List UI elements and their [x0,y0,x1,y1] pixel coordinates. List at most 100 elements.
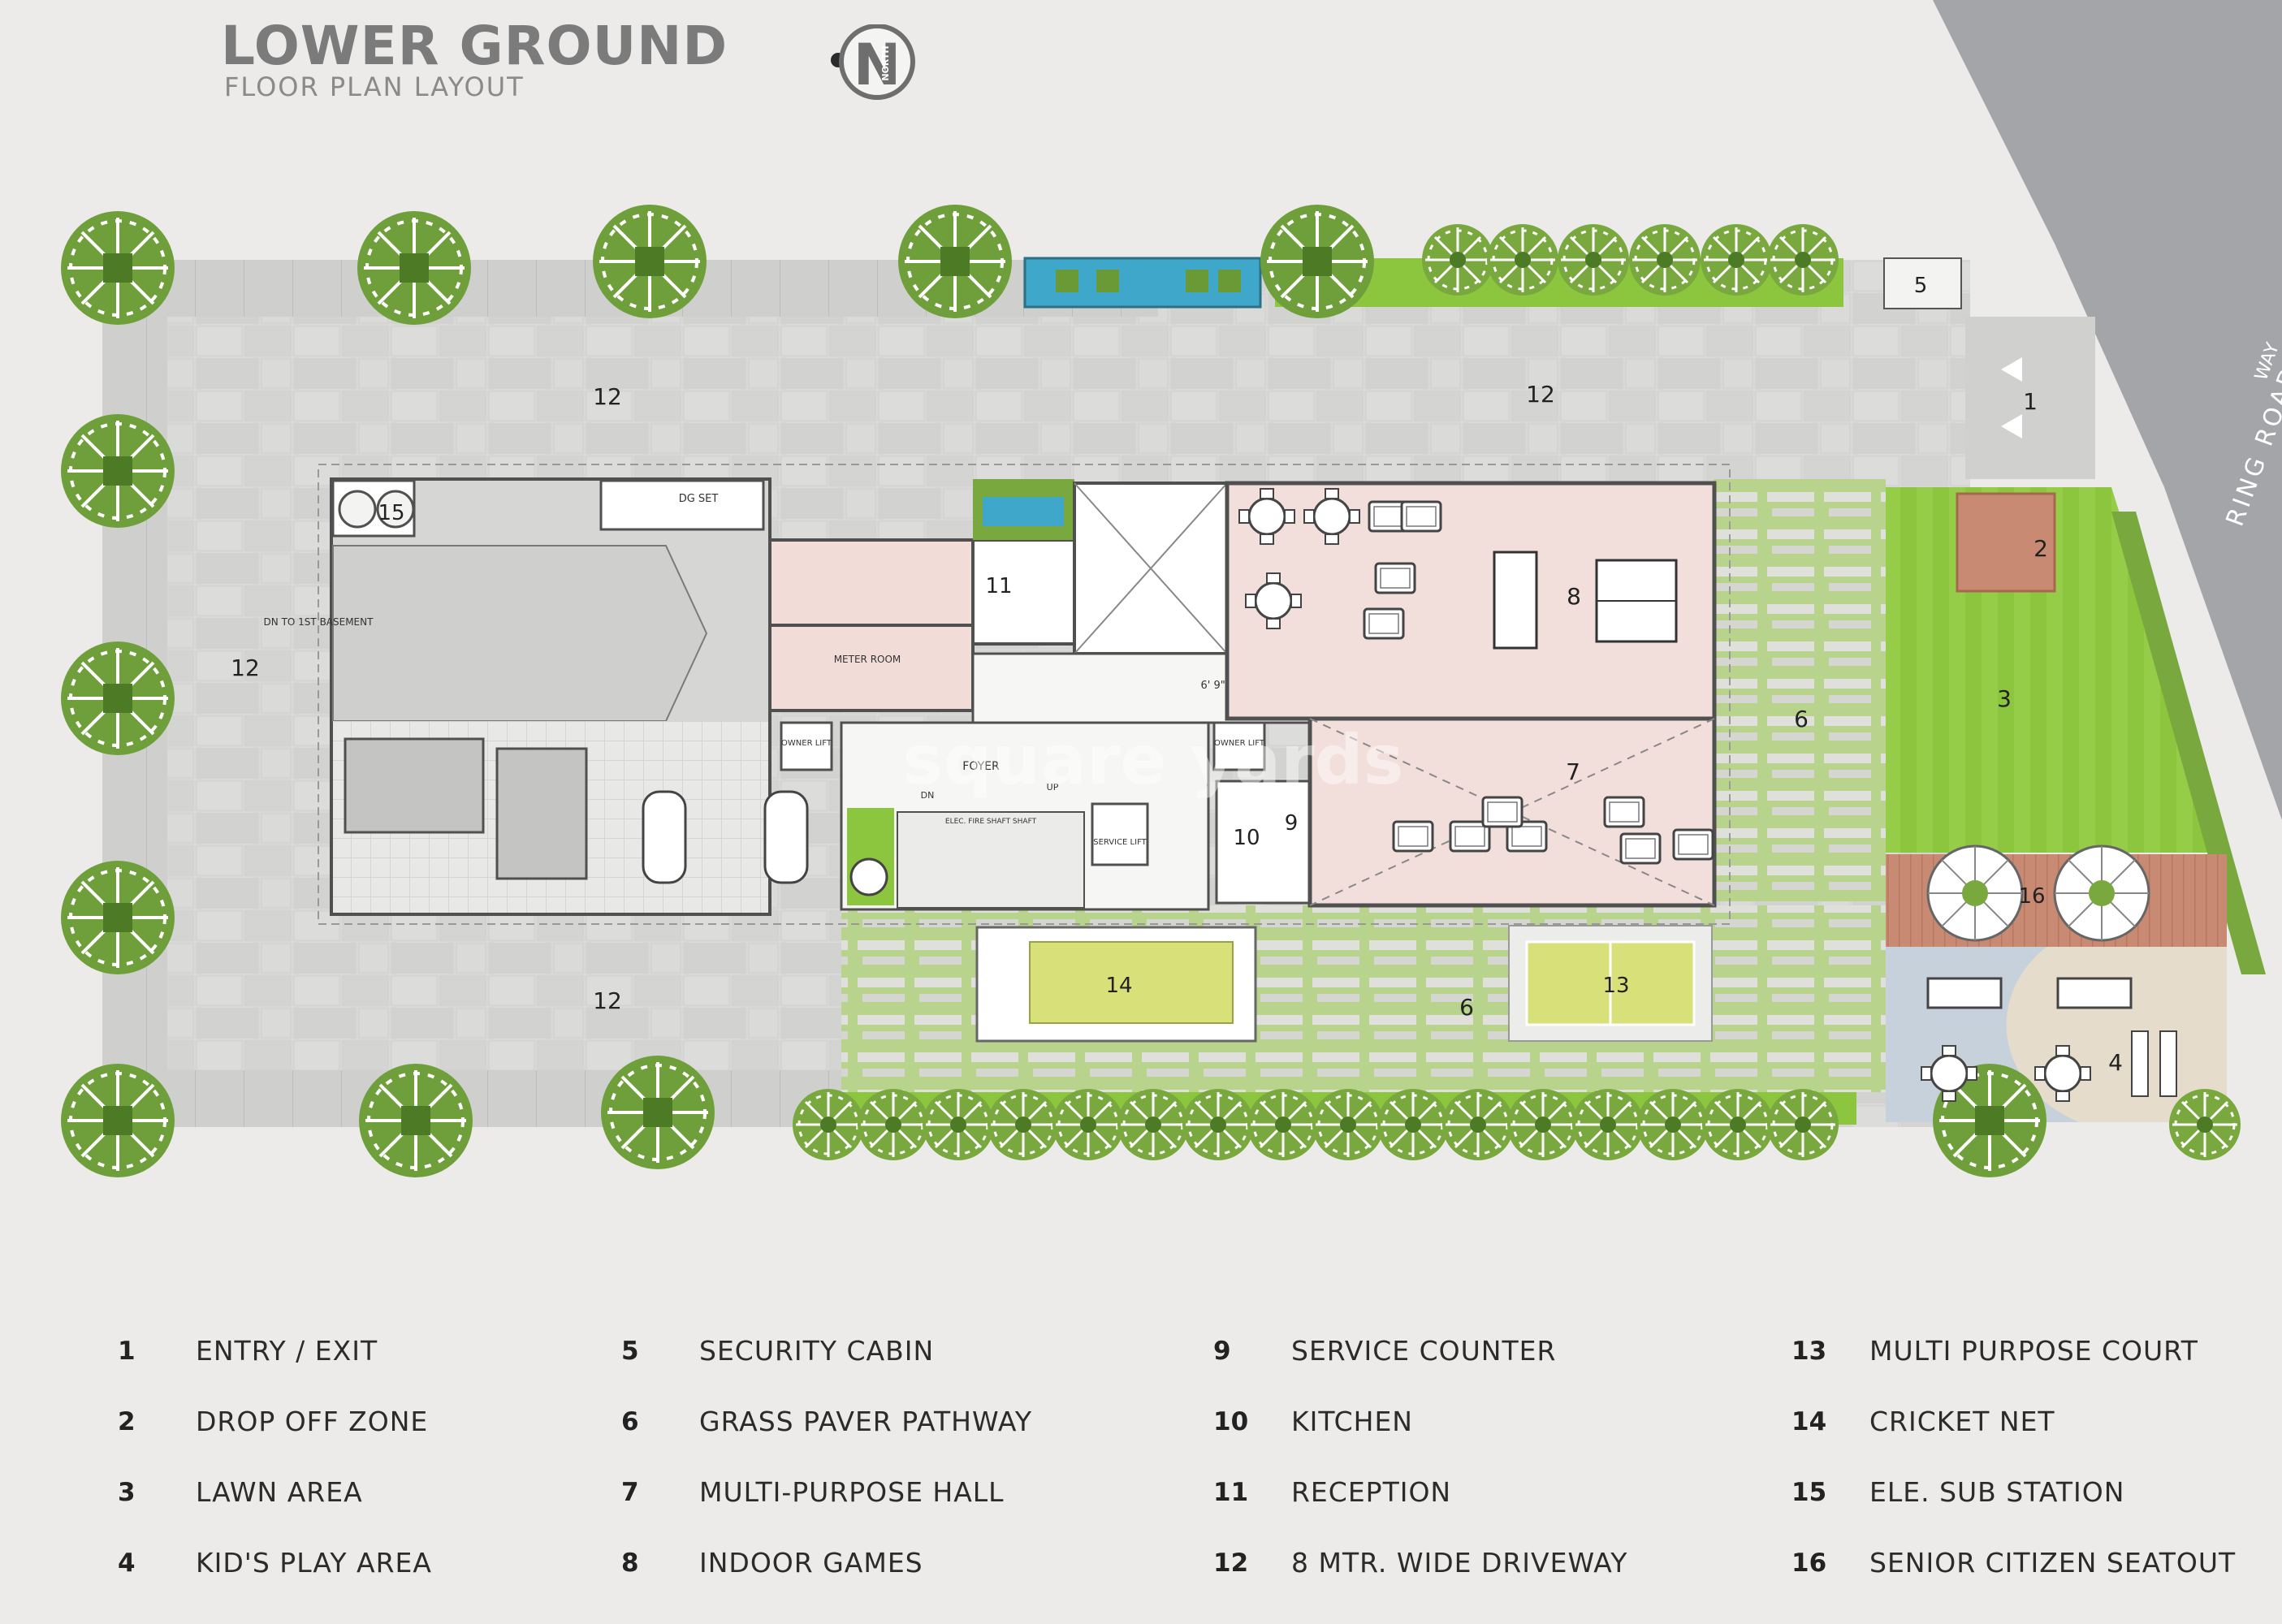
tree-icon [856,1087,931,1162]
tree-icon [599,1054,716,1171]
stair-up-label: UP [1047,782,1059,793]
hall-sofa-b [1392,820,1434,853]
pool-planter-a [1056,270,1078,292]
legend-label: MULTI-PURPOSE HALL [699,1476,1005,1508]
hall-sofa-e [1619,832,1662,865]
games-sofa-b [1400,500,1442,533]
tree-icon [1766,222,1840,297]
void-cross-b [1074,482,1228,654]
tree-icon [591,203,708,320]
legend-number: 12 [1213,1548,1249,1578]
snooker-table [1493,551,1538,650]
tree-icon [897,203,1014,320]
pool-planter-c [1186,270,1208,292]
legend-label: 8 MTR. WIDE DRIVEWAY [1291,1547,1628,1579]
tree-icon [1766,1087,1840,1162]
legend-item: 14 CRICKET NET [1791,1386,2282,1457]
tree-icon [791,1087,866,1162]
zone-marker-7: 7 [1566,758,1580,785]
zone-marker-13: 13 [1602,974,1629,998]
grass-paver-pathway-right [1714,479,1886,901]
legend-item: 1 ENTRY / EXIT [118,1315,686,1386]
legend-number: 13 [1791,1336,1827,1366]
play-equipment-a [1926,977,2003,1009]
zone-marker-3: 3 [1997,685,2012,712]
meter-room-label: METER ROOM [834,654,901,665]
machine-a [344,737,485,834]
legend-label: GRASS PAVER PATHWAY [699,1406,1032,1437]
parked-car-a [642,790,687,884]
legend-label: RECEPTION [1291,1476,1452,1508]
legend-number: 7 [621,1477,639,1507]
tree-icon [59,209,176,326]
ramp-label: DN TO 1ST BASEMENT [264,616,374,628]
legend-number: 1 [118,1336,136,1366]
hall-sofa-f [1672,828,1714,861]
tree-icon [357,1062,474,1179]
building-outline [318,464,1731,925]
legend-column-3: 9 SERVICE COUNTER 10 KITCHEN 11 RECEPTION 1… [1213,1315,1782,1598]
legend-number: 5 [621,1336,639,1366]
foyer-label: FOYER [962,760,1000,773]
legend-label: INDOOR GAMES [699,1547,923,1579]
reception-pool [983,497,1064,526]
zone-marker-2: 2 [2033,535,2048,562]
transformer-a-icon [338,490,377,529]
tree-icon [1376,1087,1450,1162]
tree-icon [1441,1087,1515,1162]
entry-ramp [1965,317,2095,479]
tree-icon [921,1087,996,1162]
legend-number: 6 [621,1406,639,1436]
tree-icon [1246,1087,1320,1162]
legend-number: 11 [1213,1477,1249,1507]
zone-marker-4: 4 [2108,1049,2123,1076]
legend-number: 16 [1791,1548,1827,1578]
tree-icon [1556,222,1631,297]
legend-label: SECURITY CABIN [699,1335,935,1367]
legend-item: 5 SECURITY CABIN [621,1315,1190,1386]
stair-dn-label: DN [921,790,935,801]
transformer-b-icon [376,490,415,529]
tree-icon [1699,222,1774,297]
floor-plan: RING ROAD WAY DG SET DN TO 1ST BASEMENT [59,0,2282,1179]
tree-icon [59,859,176,976]
tree-icon [59,1062,176,1179]
legend-label: SENIOR CITIZEN SEATOUT [1869,1547,2237,1579]
tree-icon [59,412,176,529]
owner-lift-b-label: OWNER LIFT [1214,739,1265,748]
kitchen [1215,780,1312,905]
slide-a [2131,1030,2149,1097]
legend-column-2: 5 SECURITY CABIN 6 GRASS PAVER PATHWAY 7 MU… [621,1315,1190,1598]
legend-item: 16 SENIOR CITIZEN SEATOUT [1791,1527,2282,1598]
legend-number: 9 [1213,1336,1231,1366]
zone-marker-11: 11 [985,574,1012,598]
entry-arrow [2001,357,2022,382]
legend-label: CRICKET NET [1869,1406,2055,1437]
legend-label: ENTRY / EXIT [196,1335,378,1367]
legend-label: KITCHEN [1291,1406,1413,1437]
drop-off-zone [1956,492,2056,593]
legend-label: KID'S PLAY AREA [196,1547,432,1579]
legend-number: 2 [118,1406,136,1436]
legend-number: 10 [1213,1406,1249,1436]
service-lift-label: SERVICE LIFT [1093,838,1147,847]
tree-icon [1636,1087,1710,1162]
tree-icon [1571,1087,1645,1162]
north-compass-icon: N NORTH [831,24,915,100]
zone-marker-1: 1 [2023,388,2038,415]
dg-set-label: DG SET [679,493,719,505]
owner-lift-a [780,721,833,771]
legend-label: SERVICE COUNTER [1291,1335,1557,1367]
ramp-chevrons [332,545,708,722]
tree-icon [1181,1087,1256,1162]
tree-icon [59,640,176,757]
tree-icon [1420,222,1495,297]
legend-number: 14 [1791,1406,1827,1436]
legend-item: 7 MULTI-PURPOSE HALL [621,1457,1190,1527]
